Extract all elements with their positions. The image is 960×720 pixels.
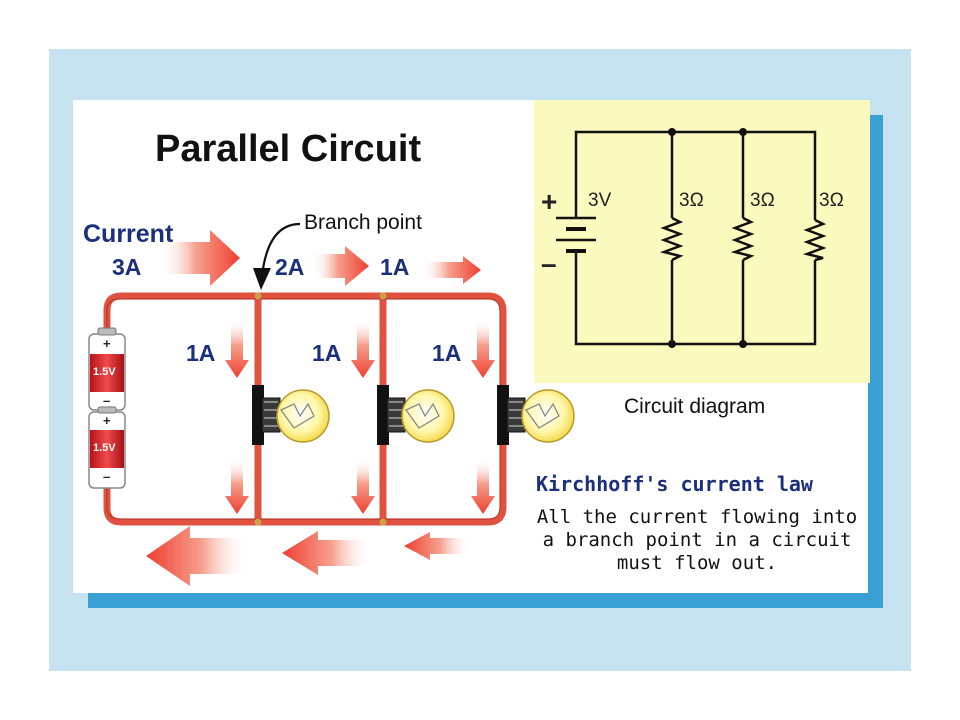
kirchhoff-text: All the current flowing into a branch po… bbox=[532, 506, 862, 575]
branch-point-label: Branch point bbox=[304, 211, 422, 234]
junction-dots bbox=[254, 292, 387, 526]
schematic-battery-symbol bbox=[556, 216, 596, 258]
lamp2-current-label: 1A bbox=[312, 340, 342, 366]
lamp-2 bbox=[377, 385, 455, 445]
lamp3-current-label: 1A bbox=[432, 340, 462, 366]
battery-1-minus: – bbox=[103, 393, 111, 408]
battery-1-plus: + bbox=[103, 336, 111, 351]
bottom-wire bbox=[103, 441, 507, 526]
lamp1-current-label: 1A bbox=[186, 340, 216, 366]
arrow-return-large bbox=[146, 526, 248, 586]
arrow-return-small bbox=[404, 532, 470, 560]
down-arrows-upper bbox=[225, 318, 495, 378]
arrow-return-medium bbox=[282, 531, 372, 575]
lamp-1 bbox=[252, 385, 330, 445]
schematic-minus-sign: – bbox=[541, 248, 557, 279]
resistor-3-label: 3Ω bbox=[819, 190, 844, 211]
arrow-1a-top bbox=[422, 256, 481, 284]
current-3a-label: 3A bbox=[112, 254, 142, 280]
schematic-plus-sign: + bbox=[541, 186, 558, 217]
schematic-nodes bbox=[668, 128, 747, 348]
battery-2-minus: – bbox=[103, 469, 111, 484]
down-arrows-lower bbox=[225, 458, 495, 514]
battery-2 bbox=[88, 406, 126, 489]
resistor-2-label: 3Ω bbox=[750, 190, 775, 211]
schematic-caption: Circuit diagram bbox=[624, 395, 766, 418]
kirchhoff-line-1: All the current flowing into bbox=[536, 506, 858, 528]
kirchhoff-title: Kirchhoff's current law bbox=[536, 472, 813, 496]
current-1a-top-label: 1A bbox=[380, 254, 410, 280]
battery-1 bbox=[88, 327, 126, 411]
kirchhoff-line-3: must flow out. bbox=[616, 552, 778, 574]
lamp-3 bbox=[497, 385, 575, 445]
current-2a-label: 2A bbox=[275, 254, 305, 280]
source-voltage-label: 3V bbox=[588, 190, 612, 211]
kirchhoff-line-2: a branch point in a circuit bbox=[542, 529, 852, 551]
arrow-3a bbox=[160, 230, 240, 286]
schematic-wires bbox=[574, 130, 817, 346]
arrow-2a bbox=[312, 246, 369, 286]
page-title: Parallel Circuit bbox=[155, 128, 422, 170]
current-label: Current bbox=[83, 220, 174, 248]
resistor-1-label: 3Ω bbox=[679, 190, 704, 211]
battery-2-voltage: 1.5V bbox=[93, 442, 116, 454]
battery-2-plus: + bbox=[103, 413, 111, 428]
battery-1-voltage: 1.5V bbox=[93, 366, 116, 378]
schematic-resistors bbox=[659, 216, 827, 262]
branch-point-pointer bbox=[253, 222, 301, 290]
